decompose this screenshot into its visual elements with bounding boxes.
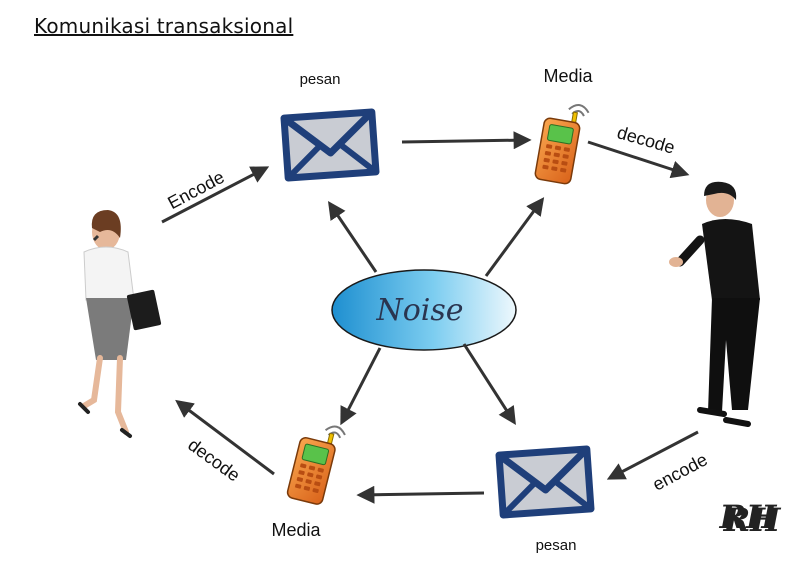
- arrow-pesan-to-media-bottom: [356, 485, 485, 504]
- label-encode-left: Encode: [164, 167, 227, 213]
- noise-ellipse: [331, 269, 517, 351]
- arrow-noise-to-pesan-top: [327, 201, 378, 273]
- arrow-pesan-to-media: [401, 131, 532, 150]
- label-media-top: Media: [543, 66, 593, 86]
- flow-arrows: [161, 131, 699, 504]
- noise-label: Noise: [375, 293, 463, 328]
- signature-rh: RH: [719, 498, 779, 536]
- signature-shadow: RH: [723, 501, 783, 539]
- arrow-encode-right: [606, 430, 699, 480]
- page-title: Komunikasi transaksional: [34, 14, 294, 38]
- phone-bottom-icon: [285, 418, 348, 508]
- arrow-decode-right: [587, 140, 690, 179]
- label-pesan-top: pesan: [300, 71, 341, 88]
- envelope-top-icon: [284, 112, 376, 178]
- label-media-bottom: Media: [271, 520, 321, 540]
- label-encode-right: encode: [649, 449, 711, 494]
- arrow-encode-left: [161, 166, 270, 224]
- label-decode-left: decode: [184, 435, 244, 486]
- arrow-noise-to-media-bottom: [340, 347, 382, 426]
- label-pesan-bottom: pesan: [536, 537, 577, 554]
- woman-figure-icon: [78, 210, 162, 438]
- arrow-decode-left: [175, 399, 275, 476]
- arrow-noise-to-media-top: [484, 197, 545, 277]
- arrow-noise-to-pesan-bottom: [462, 343, 516, 426]
- man-figure-icon: [669, 181, 760, 427]
- phone-top-icon: [533, 98, 591, 187]
- envelope-bottom-icon: [499, 449, 591, 515]
